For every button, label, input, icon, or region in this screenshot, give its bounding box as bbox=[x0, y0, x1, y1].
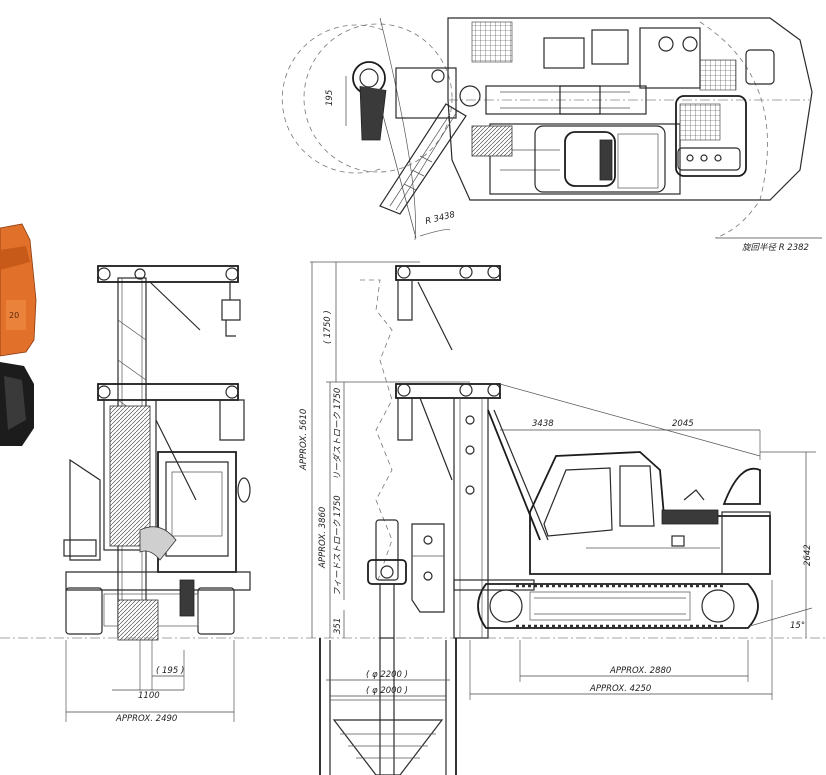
dim-2000: ( φ 2000 ) bbox=[366, 686, 408, 696]
swing-circle bbox=[303, 23, 453, 173]
dim-3438: 3438 bbox=[532, 419, 554, 429]
dim-1750-leader: リーダストローク 1750 bbox=[332, 388, 343, 480]
dim-1750-upper: ( 1750 ) bbox=[323, 310, 333, 344]
dim-1750-feed: フィードストローク 1750 bbox=[333, 495, 343, 596]
dim-1100: 1100 bbox=[138, 691, 160, 701]
dim-2200: ( φ 2200 ) bbox=[366, 670, 408, 680]
crawler-track bbox=[477, 583, 759, 629]
dim-195-top: 195 bbox=[325, 90, 335, 106]
dim-swing-radius: R 3438 bbox=[424, 210, 456, 227]
svg-text:20: 20 bbox=[9, 311, 19, 320]
dim-2490: APPROX. 2490 bbox=[115, 714, 177, 724]
side-view: APPROX. 5610 APPROX. 3860 ( 1750 ) リーダスト… bbox=[299, 261, 816, 775]
dim-4250: APPROX. 4250 bbox=[589, 684, 651, 694]
dim-5610: APPROX. 5610 bbox=[299, 409, 309, 471]
front-view: ( 195 ) 1100 APPROX. 2490 bbox=[63, 265, 251, 724]
dim-351: 351 bbox=[333, 618, 343, 634]
machine-photo-fragment: 20 bbox=[0, 223, 37, 446]
dim-195-side: ( 195 ) bbox=[156, 666, 184, 676]
dim-tail-radius: 旋回半径 R 2382 bbox=[742, 242, 809, 253]
plan-view: 195 R 3438 旋回半径 R 2382 bbox=[281, 17, 822, 253]
excavation-shaft: ( φ 2200 ) ( φ 2000 ) bbox=[319, 638, 457, 775]
dim-2880: APPROX. 2880 bbox=[609, 666, 671, 676]
dim-angle: 15° bbox=[790, 621, 805, 631]
dim-2642: 2642 bbox=[803, 544, 813, 566]
dim-2045: 2045 bbox=[672, 419, 694, 429]
dim-3860: APPROX. 3860 bbox=[318, 507, 328, 569]
